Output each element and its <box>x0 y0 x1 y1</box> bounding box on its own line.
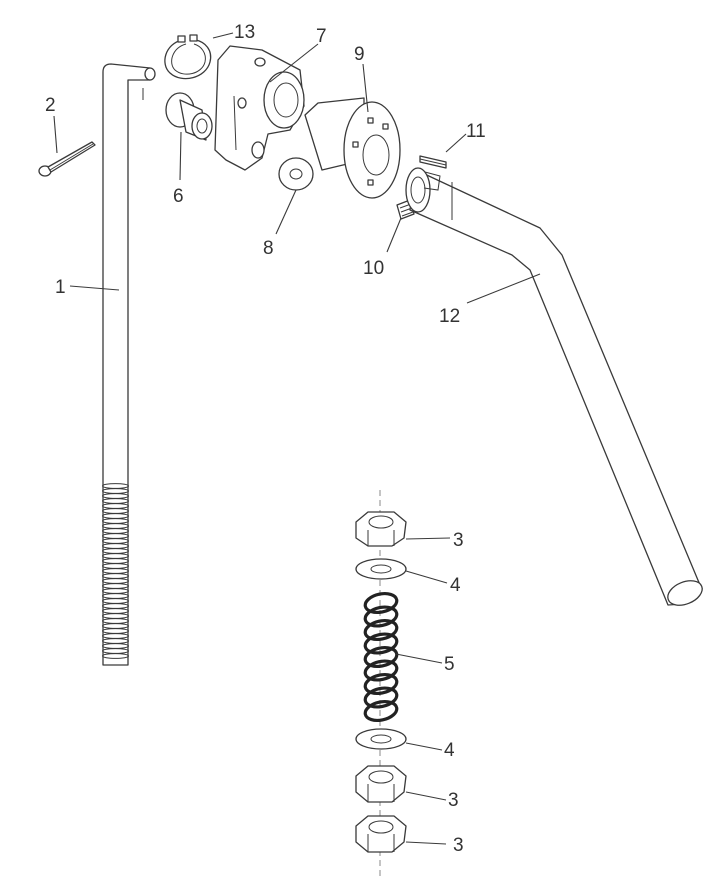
callout-3a: 3 <box>453 530 464 551</box>
part-8-washer <box>278 157 314 191</box>
part-6-bushing <box>165 92 213 141</box>
part-4-washer-bottom <box>355 728 407 750</box>
callout-4a: 4 <box>450 575 461 596</box>
callout-2: 2 <box>45 95 56 116</box>
part-11-key <box>419 155 447 169</box>
spring-coil <box>363 591 399 615</box>
spring-coil <box>363 686 399 709</box>
callout-3b: 3 <box>448 790 459 811</box>
spring-coil <box>363 632 399 655</box>
callout-12: 12 <box>439 306 460 327</box>
spring-coil <box>363 699 399 723</box>
leader-lines <box>53 32 541 845</box>
callout-11: 11 <box>466 121 486 142</box>
part-7-clevis-block <box>214 45 305 171</box>
callout-8: 8 <box>263 238 274 259</box>
callout-4b: 4 <box>444 740 455 761</box>
thread-ring <box>102 653 129 659</box>
part-5-spring <box>363 591 399 723</box>
part-3-hex-nut-top <box>355 511 407 547</box>
part-2-cotter-pin <box>38 141 96 177</box>
thread-section <box>102 483 129 659</box>
part-1-threaded-rod <box>102 63 156 666</box>
callout-10: 10 <box>363 258 384 279</box>
callout-6: 6 <box>173 186 184 207</box>
spring-coil <box>363 659 399 682</box>
spring-coil <box>363 605 399 628</box>
spring-coil <box>363 672 399 696</box>
part-12-handle-tube <box>405 167 703 606</box>
spring-coil <box>363 618 399 642</box>
callout-1: 1 <box>55 277 66 298</box>
callout-labels: 1 2 3 3 3 4 4 5 6 7 8 9 10 11 12 13 <box>45 22 486 856</box>
callout-3c: 3 <box>453 835 464 856</box>
part-3-hex-nut-middle <box>355 765 407 803</box>
callout-7: 7 <box>316 26 327 47</box>
callout-5: 5 <box>444 654 455 675</box>
callout-9: 9 <box>354 44 365 65</box>
part-4-washer-top <box>355 558 407 580</box>
part-3-hex-nut-bottom <box>355 815 407 853</box>
part-9-flange <box>304 97 401 199</box>
part-13-retaining-ring <box>164 34 212 80</box>
callout-13: 13 <box>234 22 255 43</box>
